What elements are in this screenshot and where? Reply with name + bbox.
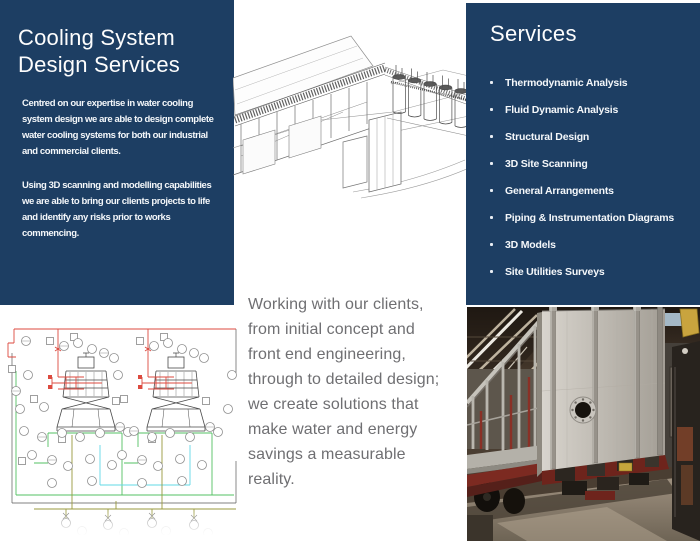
service-item: 3D Models: [490, 231, 694, 258]
bullet-icon: [490, 189, 493, 192]
service-label: Fluid Dynamic Analysis: [505, 103, 619, 116]
bullet-icon: [490, 216, 493, 219]
service-label: Site Utilities Surveys: [505, 265, 605, 278]
cad-wireframe-svg: [233, 35, 469, 199]
workshop-photo: [467, 307, 700, 541]
services-panel: Services Thermodynamic Analysis Fluid Dy…: [466, 3, 700, 305]
service-label: 3D Site Scanning: [505, 157, 588, 170]
pid-diagram-svg: [4, 328, 240, 535]
services-title: Services: [490, 21, 577, 46]
workshop-photo-svg: [467, 307, 700, 541]
cad-wireframe-image: [233, 20, 469, 228]
page-title: Cooling System Design Services: [18, 25, 180, 77]
bullet-icon: [490, 108, 493, 111]
service-item: Site Utilities Surveys: [490, 258, 694, 285]
service-item: Structural Design: [490, 123, 694, 150]
intro-paragraph-1: Centred on our expertise in water coolin…: [22, 98, 214, 157]
service-item: Thermodynamic Analysis: [490, 69, 694, 96]
intro-panel: Cooling System Design Services Centred o…: [0, 0, 234, 305]
service-item: 3D Site Scanning: [490, 150, 694, 177]
service-label: General Arrangements: [505, 184, 614, 197]
bullet-icon: [490, 270, 493, 273]
service-label: 3D Models: [505, 238, 556, 251]
pid-diagram-image: [4, 313, 240, 535]
service-label: Thermodynamic Analysis: [505, 76, 628, 89]
mission-paragraph: Working with our clients, from initial c…: [248, 296, 440, 488]
services-list: Thermodynamic Analysis Fluid Dynamic Ana…: [490, 69, 694, 285]
bullet-icon: [490, 243, 493, 246]
service-label: Structural Design: [505, 130, 590, 143]
bullet-icon: [490, 81, 493, 84]
bullet-icon: [490, 162, 493, 165]
service-item: Fluid Dynamic Analysis: [490, 96, 694, 123]
service-item: Piping & Instrumentation Diagrams: [490, 204, 694, 231]
intro-paragraph-2: Using 3D scanning and modelling capabili…: [22, 180, 212, 239]
bullet-icon: [490, 135, 493, 138]
service-item: General Arrangements: [490, 177, 694, 204]
service-label: Piping & Instrumentation Diagrams: [505, 211, 675, 224]
